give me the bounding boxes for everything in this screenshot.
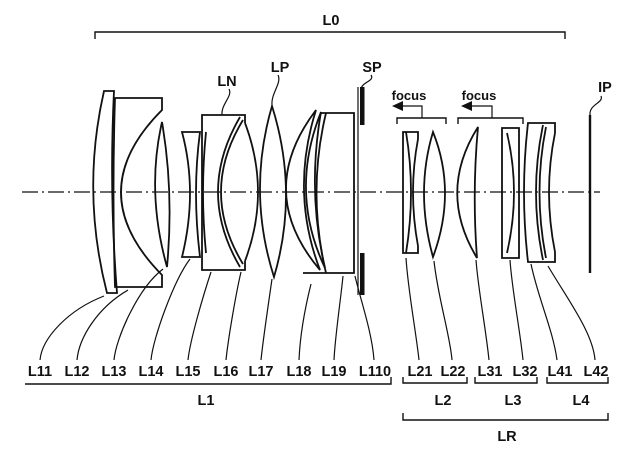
element-leader-lines bbox=[39, 257, 596, 361]
leader-L12 bbox=[76, 289, 129, 361]
label-L42: L42 bbox=[584, 364, 609, 380]
leader-L32 bbox=[509, 259, 524, 361]
label-LN: LN bbox=[217, 74, 236, 90]
label-L16: L16 bbox=[214, 364, 239, 380]
label-L41: L41 bbox=[548, 364, 573, 380]
label-L0: L0 bbox=[323, 13, 340, 29]
leader-L41 bbox=[530, 263, 558, 361]
label-L2: L2 bbox=[435, 393, 452, 409]
lens-L110-left-surface bbox=[315, 112, 327, 274]
lens-L42-right-surface bbox=[548, 132, 556, 253]
label-L110: L110 bbox=[359, 364, 391, 380]
lens-L21-left-surface bbox=[405, 131, 412, 254]
lens-group-L4 bbox=[523, 122, 556, 263]
focus-arrow-1: focus bbox=[392, 88, 447, 124]
label-L18: L18 bbox=[287, 364, 312, 380]
bracket-L0 bbox=[94, 31, 566, 39]
lens-L11-outline bbox=[92, 90, 118, 294]
label-focus-2: focus bbox=[462, 88, 497, 103]
bracket-L1 bbox=[25, 377, 392, 385]
leader-L15 bbox=[187, 271, 212, 361]
leader-SP bbox=[360, 74, 373, 90]
focus-arrow-2-head bbox=[461, 101, 472, 111]
label-L15: L15 bbox=[176, 364, 201, 380]
leader-L19 bbox=[333, 275, 344, 361]
group-brackets: L1 L2 L3 L4 LR bbox=[25, 377, 609, 445]
leader-L11 bbox=[39, 295, 105, 361]
label-L1: L1 bbox=[198, 393, 215, 409]
lens-L15-L16-cemented-surface bbox=[217, 116, 241, 268]
aperture-stop-upper-blade bbox=[360, 87, 365, 125]
lens-L21-mount-box bbox=[402, 131, 419, 254]
bracket-L4 bbox=[546, 377, 609, 384]
label-L3: L3 bbox=[505, 393, 522, 409]
lens-L31-outline bbox=[456, 126, 479, 259]
lens-group-L1 bbox=[92, 90, 355, 294]
leader-L16 bbox=[225, 271, 242, 361]
focus-arrow-2: focus bbox=[457, 88, 524, 124]
label-L12: L12 bbox=[65, 364, 90, 380]
lens-L41-outline bbox=[523, 122, 556, 263]
lens-L110-mount-box bbox=[303, 112, 355, 274]
label-L19: L19 bbox=[322, 364, 347, 380]
bracket-L3 bbox=[474, 377, 538, 384]
leader-IP bbox=[589, 95, 602, 116]
label-L21: L21 bbox=[408, 364, 433, 380]
label-L31: L31 bbox=[478, 364, 503, 380]
label-L32: L32 bbox=[513, 364, 538, 380]
label-L4: L4 bbox=[573, 393, 590, 409]
label-LP: LP bbox=[271, 60, 290, 76]
lens-L18-outline bbox=[285, 109, 321, 271]
element-labels: L11 L12 L13 L14 L15 L16 L17 L18 L19 L110… bbox=[28, 364, 609, 380]
focus-group-bracket-1 bbox=[396, 117, 447, 124]
lens-L14-outline bbox=[180, 131, 202, 258]
lens-L41-L42-cemented-surface bbox=[535, 124, 544, 261]
lens-L42-left-surface bbox=[538, 126, 547, 259]
bracket-LR bbox=[402, 413, 609, 421]
leader-L18 bbox=[298, 283, 312, 361]
leader-L31 bbox=[475, 259, 490, 361]
label-L17: L17 bbox=[249, 364, 274, 380]
aperture-stop bbox=[357, 87, 365, 295]
lens-L32-mount-box bbox=[501, 127, 520, 259]
focus-arrow-1-head bbox=[392, 101, 403, 111]
lens-group-L3 bbox=[456, 126, 520, 259]
lens-L22-outline bbox=[423, 129, 446, 260]
aperture-stop-lower-blade bbox=[360, 253, 365, 295]
focus-arrow-2-shaft bbox=[472, 105, 493, 118]
lens-L16-left-surface bbox=[220, 119, 244, 265]
leader-L22 bbox=[433, 260, 453, 361]
lens-L16-right-surface bbox=[244, 122, 259, 262]
label-L14: L14 bbox=[139, 364, 164, 380]
focus-group-bracket-2 bbox=[457, 117, 524, 124]
leader-L42 bbox=[547, 265, 596, 361]
lens-L12-outline bbox=[112, 97, 163, 288]
leader-L14 bbox=[150, 258, 191, 361]
leader-L17 bbox=[260, 278, 273, 361]
label-focus-1: focus bbox=[392, 88, 427, 103]
leader-L13 bbox=[113, 268, 164, 361]
label-L13: L13 bbox=[102, 364, 127, 380]
label-IP: IP bbox=[598, 80, 612, 96]
leader-LN bbox=[221, 88, 231, 116]
lens-L17-outline bbox=[259, 102, 287, 281]
label-SP: SP bbox=[362, 60, 382, 76]
lens-group-L2 bbox=[402, 129, 446, 260]
focus-arrow-1-shaft bbox=[403, 105, 423, 118]
leader-L110 bbox=[354, 275, 375, 361]
lens-L21-right-surface bbox=[412, 138, 419, 247]
lens-L13-outline bbox=[154, 121, 171, 268]
lens-L15-left-surface bbox=[202, 131, 207, 254]
lens-L32-right-surface bbox=[506, 132, 515, 254]
leader-LP bbox=[271, 74, 280, 106]
bracket-L2 bbox=[402, 377, 468, 384]
lens-L15-L16-mount-box bbox=[201, 114, 246, 271]
label-LR: LR bbox=[497, 429, 517, 445]
leader-L21 bbox=[405, 257, 420, 361]
label-L22: L22 bbox=[441, 364, 466, 380]
label-L11: L11 bbox=[28, 364, 52, 380]
